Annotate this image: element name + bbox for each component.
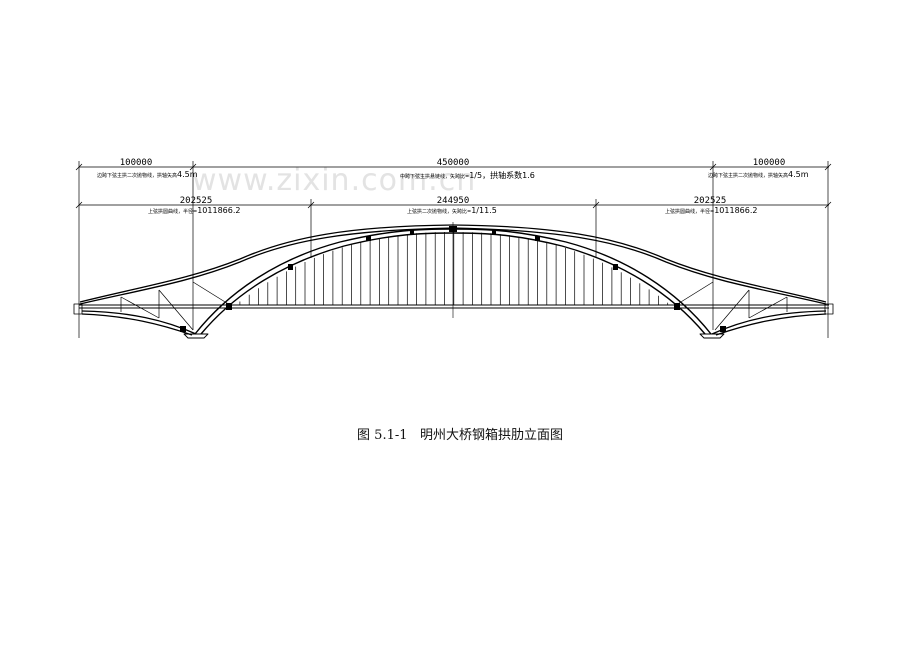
figure-caption: 图 5.1-1 明州大桥钢箱拱肋立面图 bbox=[0, 424, 920, 443]
hangers bbox=[239, 232, 669, 305]
dim-top-right: 100000 bbox=[753, 158, 786, 168]
note-mid-right: 上弦拱圆曲线，半径=1011866.2 bbox=[665, 206, 757, 215]
bridge-structure bbox=[73, 222, 834, 339]
dim-mid-center: 244950 bbox=[437, 196, 470, 206]
watermark: www.zixin.com.cn bbox=[192, 163, 476, 198]
dimension-row-top bbox=[75, 161, 832, 338]
dim-top-left: 100000 bbox=[120, 158, 153, 168]
dim-mid-left: 202525 bbox=[180, 196, 213, 206]
left-abutment bbox=[73, 303, 83, 315]
note-top-center: 中跨下弦主拱悬链线，矢跨比=1/5，拱轴系数1.6 bbox=[400, 170, 535, 180]
side-span-bracing bbox=[120, 281, 788, 331]
figure-number: 图 5.1-1 bbox=[357, 428, 408, 443]
left-skewback bbox=[183, 333, 209, 339]
figure-title: 明州大桥钢箱拱肋立面图 bbox=[419, 428, 563, 443]
right-skewback bbox=[699, 333, 725, 339]
right-abutment bbox=[824, 303, 834, 315]
dim-mid-right: 202525 bbox=[694, 196, 727, 206]
side-lower-arches bbox=[81, 310, 827, 336]
deck bbox=[79, 304, 829, 309]
dimension-row-mid bbox=[75, 199, 832, 258]
note-mid-left: 上弦拱圆曲线，半径=1011866.2 bbox=[148, 206, 240, 215]
note-mid-center: 上弦拱二次抛物线，矢跨比=1/11.5 bbox=[407, 206, 497, 215]
note-top-left: 边跨下弦主拱二次抛物线，拱轴矢高4.5m bbox=[97, 170, 198, 179]
dim-top-center: 450000 bbox=[437, 158, 470, 168]
note-top-right: 边跨下弦主拱二次抛物线，拱轴矢高4.5m bbox=[708, 170, 809, 179]
